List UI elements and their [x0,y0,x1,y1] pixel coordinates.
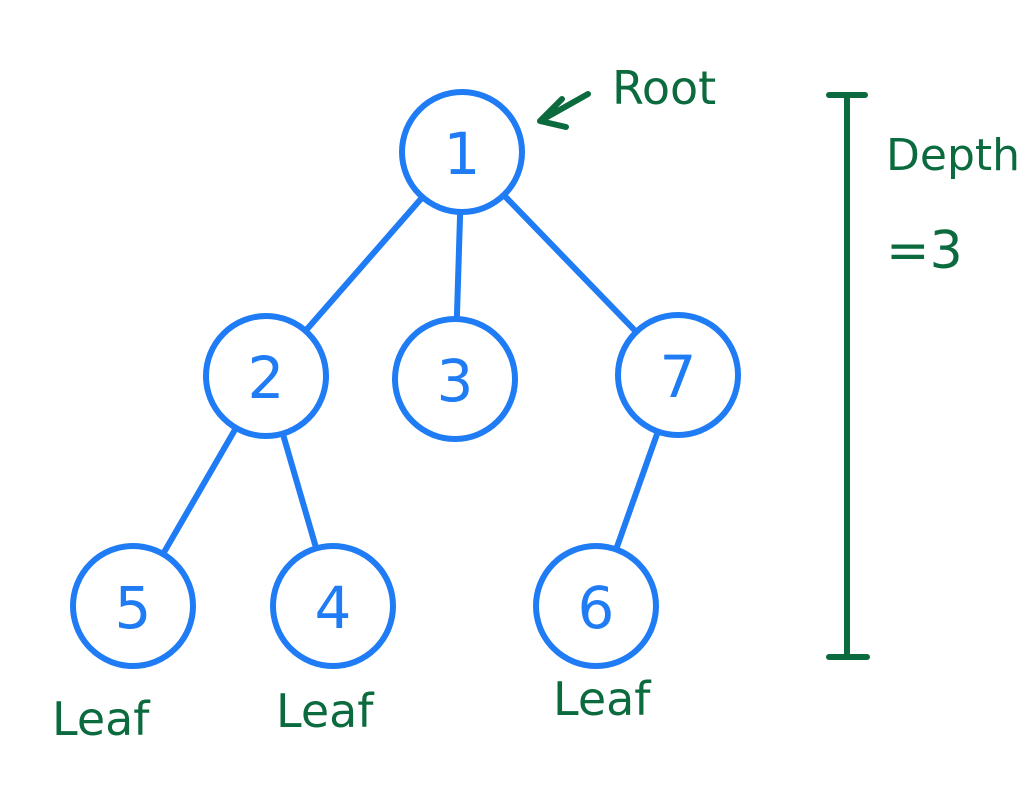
node-circle [399,89,525,215]
tree-node-3: 3 [392,316,518,442]
leaf-annotations: Leaf Leaf Leaf [52,672,652,746]
node-label: 2 [248,344,285,412]
tree-node-2: 2 [203,313,329,439]
tree-node-7: 7 [615,312,741,438]
root-arrow-icon [537,91,591,130]
leaf-label: Leaf [276,684,375,738]
leaf-label: Leaf [553,672,652,726]
node-label: 7 [660,343,697,411]
node-circle [270,543,396,669]
node-circle [203,313,329,439]
tree-edge-n1-n7 [500,192,640,335]
depth-value: =3 [886,221,963,281]
tree-edges [160,192,661,558]
tree-edge-n1-n3 [453,208,464,323]
tree-node-6: 6 [533,543,659,669]
root-label: Root [612,61,716,115]
tree-node-5: 5 [70,543,196,669]
node-label: 1 [444,120,481,188]
tree-edge-n1-n2 [302,194,426,334]
node-label: 4 [315,574,352,642]
tree-node-4: 4 [270,543,396,669]
tree-nodes: 1 2 3 7 5 4 6 [70,89,741,669]
node-circle [615,312,741,438]
node-label: 5 [115,574,152,642]
tree-edge-n7-n6 [613,428,661,553]
tree-edge-n2-n5 [160,424,239,558]
node-label: 6 [578,574,615,642]
node-label: 3 [437,347,474,415]
leaf-label: Leaf [52,692,151,746]
tree-edge-n2-n4 [279,430,320,552]
node-circle [533,543,659,669]
tree-node-1: 1 [399,89,525,215]
root-annotation: Root [537,61,716,130]
depth-label: Depth [886,130,1020,181]
node-circle [392,316,518,442]
depth-annotation: Depth =3 [826,92,1020,660]
node-circle [70,543,196,669]
